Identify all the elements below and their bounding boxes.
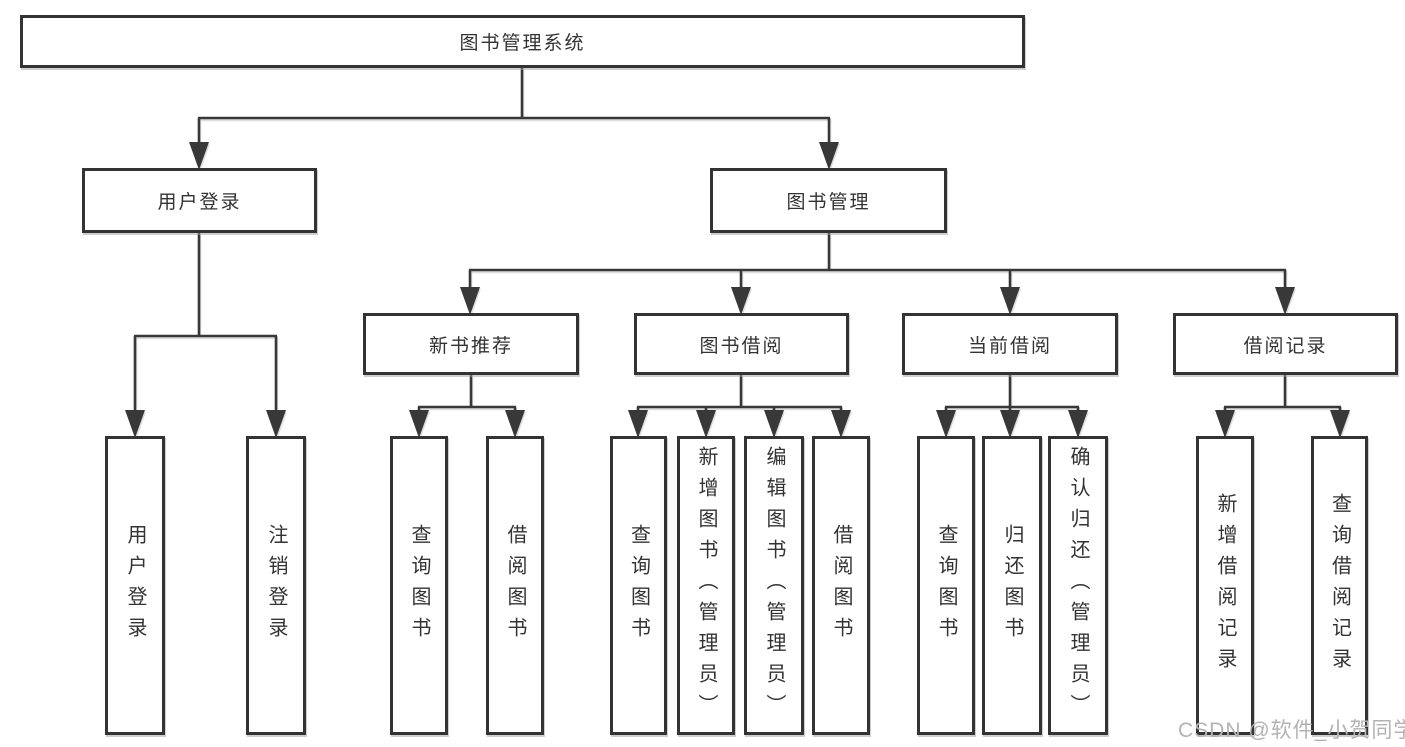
node-leaf-user-login-label: 用户登录 <box>124 523 146 648</box>
node-leaf-borrow-books-recommend-label: 借阅图书 <box>504 523 526 648</box>
node-borrow-records-label: 借阅记录 <box>1243 335 1328 357</box>
node-leaf-query-books-borrow: 查询图书 <box>610 436 667 735</box>
node-leaf-query-books-recommend: 查询图书 <box>390 436 448 735</box>
node-current-borrow-label: 当前借阅 <box>967 335 1052 357</box>
node-leaf-logout-label: 注销登录 <box>265 523 287 648</box>
node-leaf-return-book: 归还图书 <box>982 436 1042 735</box>
node-leaf-confirm-return-admin-label: 确认归还（管理员） <box>1067 446 1089 725</box>
node-borrow-records: 借阅记录 <box>1173 313 1398 375</box>
node-leaf-user-login: 用户登录 <box>105 436 165 735</box>
node-user-login-branch: 用户登录 <box>82 168 317 233</box>
node-leaf-query-borrow-record-label: 查询借阅记录 <box>1328 492 1351 679</box>
node-new-book-recommend-label: 新书推荐 <box>428 335 513 357</box>
node-root: 图书管理系统 <box>20 15 1025 68</box>
node-leaf-edit-book-admin-label: 编辑图书（管理员） <box>763 446 785 725</box>
node-leaf-add-book-admin: 新增图书（管理员） <box>677 436 735 735</box>
node-leaf-query-borrow-record: 查询借阅记录 <box>1311 436 1368 735</box>
node-leaf-add-borrow-record-label: 新增借阅记录 <box>1214 492 1236 679</box>
node-leaf-borrow-books-recommend: 借阅图书 <box>486 436 544 735</box>
node-leaf-return-book-label: 归还图书 <box>1001 523 1023 648</box>
node-leaf-query-books-borrow-label: 查询图书 <box>627 523 650 648</box>
csdn-watermark: CSDN @软件_小贺同学 <box>1178 719 1405 742</box>
node-leaf-add-book-admin-label: 新增图书（管理员） <box>695 446 717 725</box>
node-leaf-edit-book-admin: 编辑图书（管理员） <box>744 436 804 735</box>
node-leaf-query-books-recommend-label: 查询图书 <box>408 523 430 648</box>
node-leaf-query-books-current: 查询图书 <box>917 436 975 735</box>
node-leaf-logout: 注销登录 <box>246 436 306 735</box>
node-book-borrow: 图书借阅 <box>634 313 849 375</box>
node-current-borrow: 当前借阅 <box>902 313 1118 375</box>
node-leaf-borrow-books: 借阅图书 <box>812 436 870 735</box>
node-root-label: 图书管理系统 <box>459 33 586 54</box>
node-leaf-confirm-return-admin: 确认归还（管理员） <box>1048 436 1108 735</box>
node-leaf-query-books-current-label: 查询图书 <box>935 523 957 648</box>
node-new-book-recommend: 新书推荐 <box>363 313 579 375</box>
node-book-borrow-label: 图书借阅 <box>699 335 784 357</box>
node-book-management-label: 图书管理 <box>786 192 871 213</box>
node-leaf-borrow-books-label: 借阅图书 <box>830 523 852 648</box>
node-book-management: 图书管理 <box>710 168 947 233</box>
node-leaf-add-borrow-record: 新增借阅记录 <box>1196 436 1254 735</box>
node-user-login-branch-label: 用户登录 <box>157 192 242 213</box>
